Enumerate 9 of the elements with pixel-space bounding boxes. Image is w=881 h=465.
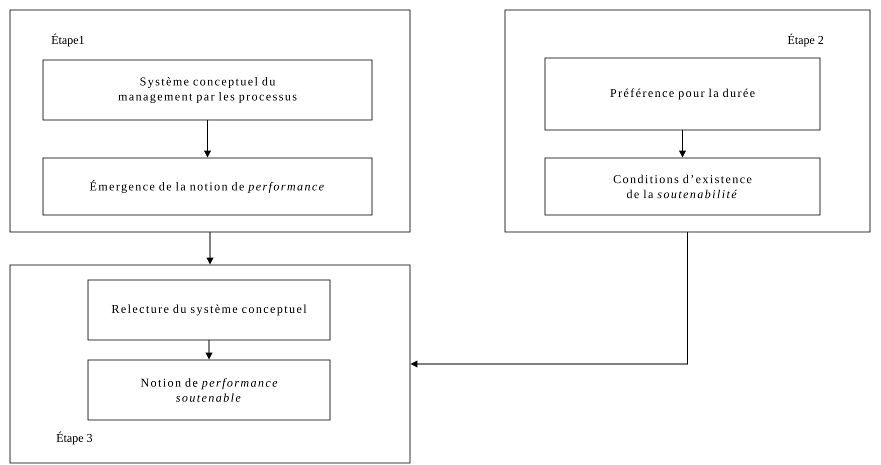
stage-heading: Étape 3 [56,432,92,444]
process-box: Notion de performance soutenable [88,360,330,420]
stage-heading: Étape 2 [788,34,824,46]
process-box: Émergence de la notion de performance [42,158,372,216]
process-box: Système conceptuel du management par les processus [42,60,372,120]
process-box: Relecture du système conceptuel [88,280,330,340]
process-box: Préférence pour la durée [544,58,820,130]
stage-heading: Étape1 [52,34,84,46]
process-box: Conditions d’existence de la soutenabilité [544,158,820,216]
